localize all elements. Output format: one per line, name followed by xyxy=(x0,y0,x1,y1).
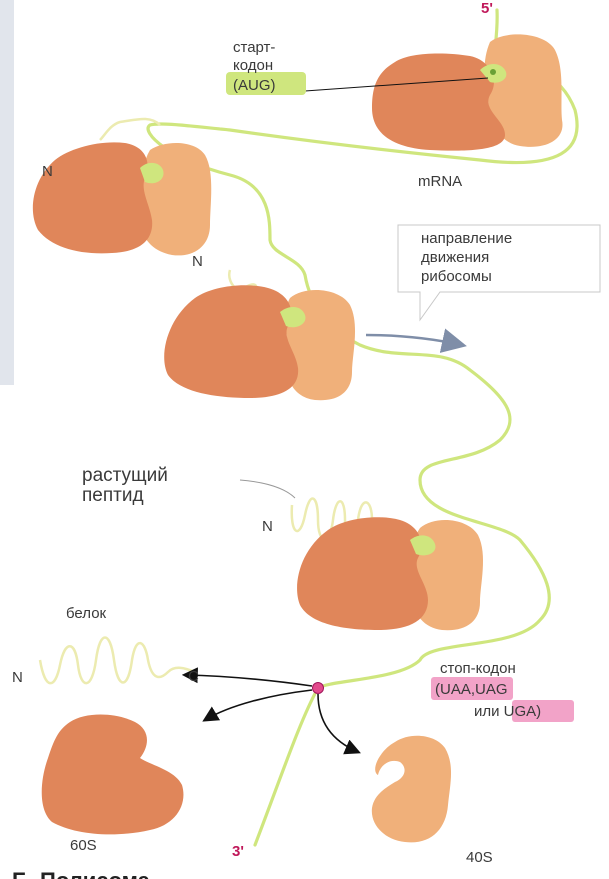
stop-codon-label-line1: стоп-кодон xyxy=(440,660,516,677)
side-panel xyxy=(0,0,14,385)
ribosome-2-small-subunit xyxy=(142,143,211,255)
n-terminal-label-4: N xyxy=(12,669,23,686)
ribosome-1-codon-dot xyxy=(490,69,496,75)
direction-label-line3: рибосомы xyxy=(421,268,492,285)
c-terminal-label: C xyxy=(188,668,199,685)
growing-peptide-label-line2: пептид xyxy=(82,485,144,506)
subunit-60s-shape xyxy=(42,715,184,835)
mrna-label: mRNA xyxy=(418,173,462,190)
direction-label-line2: движения xyxy=(421,249,489,266)
ribosome-4-large-subunit xyxy=(297,517,428,630)
ribosome-4 xyxy=(297,517,483,630)
start-codon-label-line1: старт- xyxy=(233,39,275,56)
subunit-60s-label: 60S xyxy=(70,837,97,854)
three-prime-label: 3' xyxy=(232,843,244,860)
growing-peptide-label-line1: растущий xyxy=(82,465,168,486)
ribosome-3 xyxy=(164,285,355,400)
n-terminal-label-1: N xyxy=(42,163,53,180)
stop-codon-label-line3: или UGA) xyxy=(474,703,541,720)
direction-arrow xyxy=(366,335,462,345)
ribosome-2 xyxy=(33,142,211,255)
ribosome-2-large-subunit xyxy=(33,142,152,253)
release-arrow-60s xyxy=(205,690,312,720)
protein-chain xyxy=(40,638,195,684)
subunit-40s-shape xyxy=(372,736,451,843)
direction-label-line1: направление xyxy=(421,230,512,247)
stop-codon-label-line2: (UAA,UAG xyxy=(435,681,508,698)
growing-peptide-pointer xyxy=(240,480,295,498)
ribosome-1 xyxy=(372,34,562,150)
n-terminal-label-3: N xyxy=(262,518,273,535)
start-codon-label-line3: (AUG) xyxy=(233,77,276,94)
subunit-40s-label: 40S xyxy=(466,849,493,866)
stop-codon-marker xyxy=(313,683,324,694)
release-arrow-40s xyxy=(318,694,358,752)
release-arrow-peptide xyxy=(185,675,312,686)
five-prime-label: 5' xyxy=(481,0,493,17)
start-codon-label-line2: кодон xyxy=(233,57,273,74)
ribosome-3-small-subunit xyxy=(285,290,355,400)
protein-label: белок xyxy=(66,605,107,622)
ribosome-3-large-subunit xyxy=(164,285,298,398)
n-terminal-label-2: N xyxy=(192,253,203,270)
figure-caption: Б. Полисома xyxy=(12,868,151,879)
